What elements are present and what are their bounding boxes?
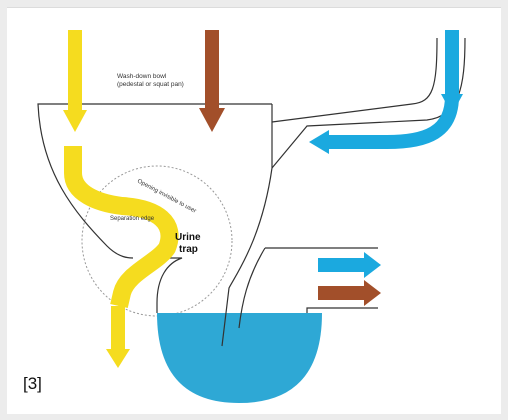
outlet-water-arrow xyxy=(318,252,381,278)
bowl-outline xyxy=(37,37,466,347)
feces-inlet-arrow xyxy=(199,30,225,132)
reference-label: [3] xyxy=(23,374,42,393)
urine-flow-path xyxy=(64,146,179,309)
trap-region-circle xyxy=(81,165,233,317)
urine-trap-label-line2: trap xyxy=(179,244,198,255)
urine-inlet-arrow xyxy=(63,30,87,132)
separation-edge-label: Separation edge xyxy=(110,216,155,222)
urine-outlet-arrow xyxy=(106,306,130,368)
urine-trap-label-line1: Urine xyxy=(175,232,201,243)
toilet-diagram: Wash-down bowl (pedestal or squat pan) O… xyxy=(37,30,466,403)
flush-water-arrow xyxy=(309,30,463,154)
bowl-title: Wash-down bowl xyxy=(117,73,167,80)
trap-water xyxy=(157,313,322,403)
outlet-feces-arrow xyxy=(318,280,381,306)
diagram-panel: Wash-down bowl (pedestal or squat pan) O… xyxy=(7,7,501,414)
bowl-subtitle: (pedestal or squat pan) xyxy=(117,81,184,88)
